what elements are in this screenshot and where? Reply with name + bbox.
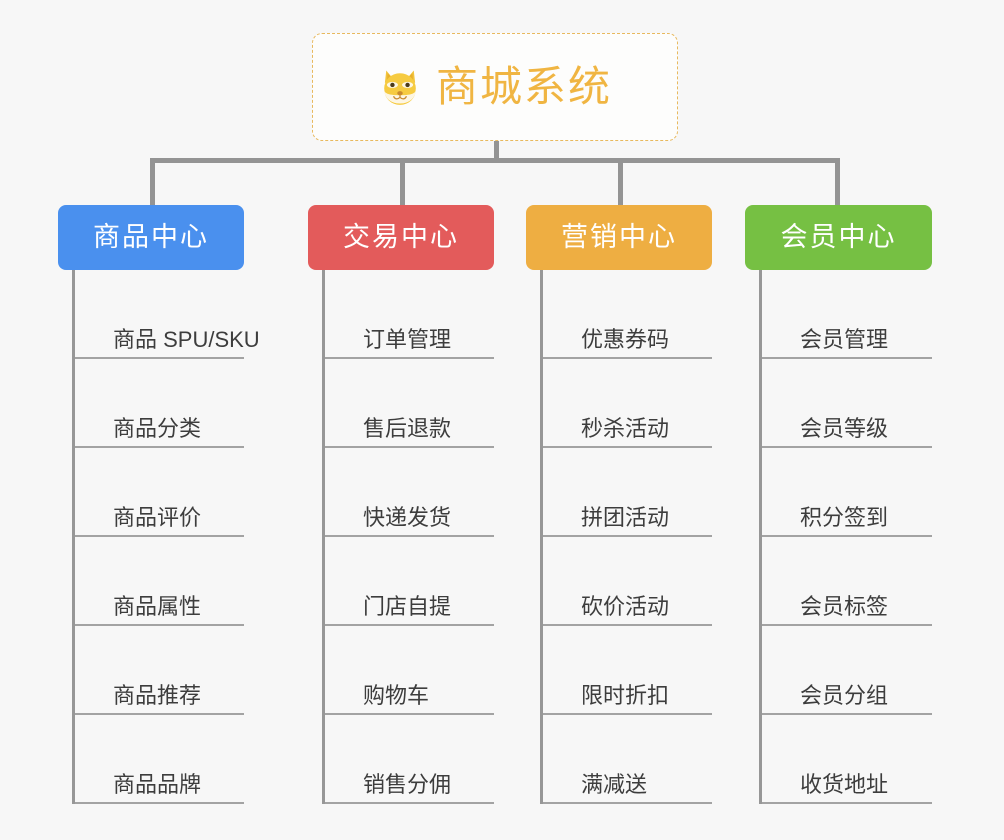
leaf-label: 会员管理: [800, 327, 889, 352]
leaf-label: 商品评价: [113, 505, 202, 530]
list-item[interactable]: 满减送: [543, 715, 712, 804]
list-item[interactable]: 会员分组: [762, 626, 932, 715]
category-label: 商品中心: [93, 222, 209, 252]
leaf-label: 商品 SPU/SKU: [113, 327, 260, 352]
dog-face-icon: [378, 65, 422, 109]
leaf-label: 订单管理: [363, 327, 452, 352]
category-header-member[interactable]: 会员中心: [745, 205, 932, 270]
list-item[interactable]: 砍价活动: [543, 537, 712, 626]
list-item[interactable]: 商品 SPU/SKU: [75, 270, 260, 359]
leaf-label: 砍价活动: [581, 594, 670, 619]
leaf-label: 商品属性: [113, 594, 202, 619]
connector-drop-2: [618, 158, 623, 206]
leaf-list-member: 会员管理 会员等级 积分签到 会员标签 会员分组 收货地址: [759, 270, 932, 804]
list-item[interactable]: 限时折扣: [543, 626, 712, 715]
list-item[interactable]: 门店自提: [325, 537, 494, 626]
leaf-label: 秒杀活动: [581, 416, 670, 441]
leaf-label: 售后退款: [363, 416, 452, 441]
category-label: 营销中心: [561, 222, 677, 252]
category-header-marketing[interactable]: 营销中心: [526, 205, 712, 270]
list-item[interactable]: 销售分佣: [325, 715, 494, 804]
list-item[interactable]: 秒杀活动: [543, 359, 712, 448]
list-item[interactable]: 商品推荐: [75, 626, 244, 715]
list-item[interactable]: 积分签到: [762, 448, 932, 537]
list-item[interactable]: 会员标签: [762, 537, 932, 626]
list-item[interactable]: 商品评价: [75, 448, 244, 537]
leaf-label: 商品推荐: [113, 683, 202, 708]
leaf-label: 收货地址: [800, 772, 889, 797]
leaf-label: 会员标签: [800, 594, 889, 619]
leaf-list-product: 商品 SPU/SKU 商品分类 商品评价 商品属性 商品推荐 商品品牌: [72, 270, 260, 804]
root-title: 商城系统: [435, 63, 612, 110]
leaf-label: 拼团活动: [581, 505, 670, 530]
leaf-label: 商品品牌: [113, 772, 202, 797]
category-label: 交易中心: [343, 222, 459, 252]
category-label: 会员中心: [780, 222, 897, 252]
leaf-label: 积分签到: [800, 505, 889, 530]
leaf-label: 优惠券码: [581, 327, 670, 352]
list-item[interactable]: 会员管理: [762, 270, 932, 359]
category-column-marketing: 营销中心 优惠券码 秒杀活动 拼团活动 砍价活动 限时折扣 满减送: [526, 205, 712, 804]
list-item[interactable]: 优惠券码: [543, 270, 712, 359]
leaf-label: 会员分组: [800, 683, 889, 708]
list-item[interactable]: 商品属性: [75, 537, 244, 626]
leaf-label: 满减送: [581, 772, 648, 797]
list-item[interactable]: 拼团活动: [543, 448, 712, 537]
connector-drop-0: [150, 158, 155, 206]
leaf-list-trade: 订单管理 售后退款 快递发货 门店自提 购物车 销售分佣: [322, 270, 494, 804]
leaf-label: 会员等级: [800, 416, 889, 441]
connector-drop-3: [835, 158, 840, 206]
list-item[interactable]: 售后退款: [325, 359, 494, 448]
category-header-product[interactable]: 商品中心: [58, 205, 244, 270]
leaf-list-marketing: 优惠券码 秒杀活动 拼团活动 砍价活动 限时折扣 满减送: [540, 270, 712, 804]
connector-root-stem: [494, 141, 499, 162]
category-header-trade[interactable]: 交易中心: [308, 205, 494, 270]
list-item[interactable]: 商品分类: [75, 359, 244, 448]
leaf-label: 商品分类: [113, 416, 202, 441]
connector-drop-1: [400, 158, 405, 206]
list-item[interactable]: 会员等级: [762, 359, 932, 448]
leaf-label: 门店自提: [363, 594, 452, 619]
leaf-label: 限时折扣: [581, 683, 670, 708]
leaf-label: 销售分佣: [363, 772, 452, 797]
category-column-product: 商品中心 商品 SPU/SKU 商品分类 商品评价 商品属性 商品推荐 商品品牌: [58, 205, 260, 804]
list-item[interactable]: 订单管理: [325, 270, 494, 359]
category-column-trade: 交易中心 订单管理 售后退款 快递发货 门店自提 购物车 销售分佣: [308, 205, 494, 804]
category-column-member: 会员中心 会员管理 会员等级 积分签到 会员标签 会员分组 收货地址: [745, 205, 932, 804]
list-item[interactable]: 快递发货: [325, 448, 494, 537]
root-node[interactable]: 商城系统: [312, 33, 678, 141]
leaf-label: 快递发货: [363, 505, 452, 530]
list-item[interactable]: 购物车: [325, 626, 494, 715]
list-item[interactable]: 商品品牌: [75, 715, 244, 804]
list-item[interactable]: 收货地址: [762, 715, 932, 804]
leaf-label: 购物车: [363, 683, 430, 708]
connector-bus: [150, 158, 840, 163]
